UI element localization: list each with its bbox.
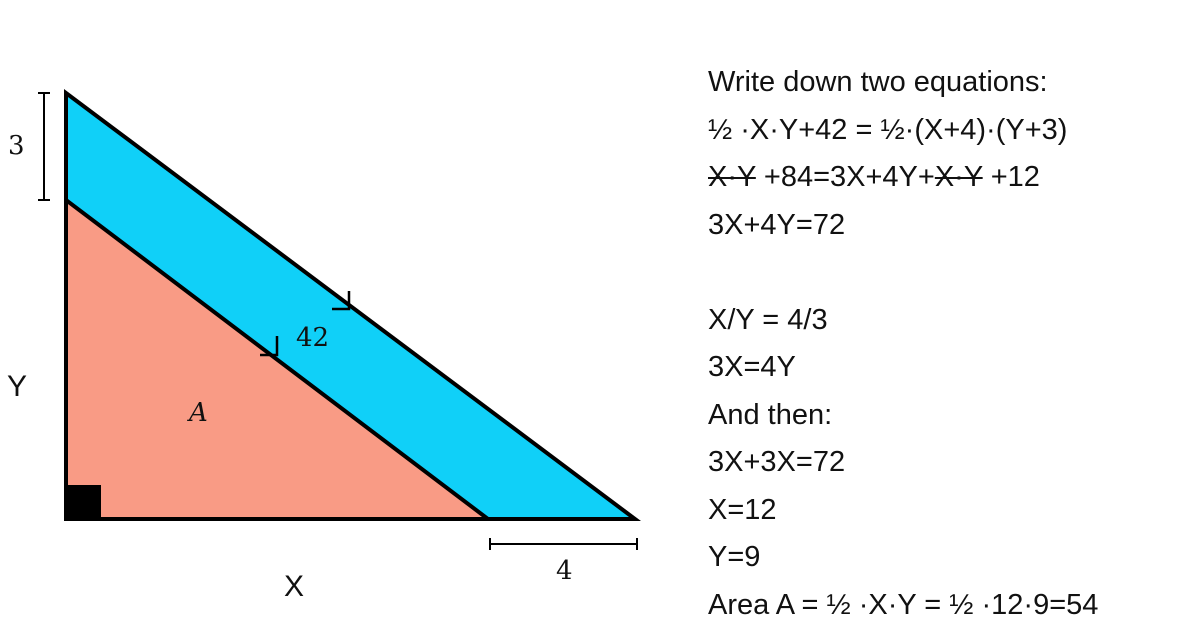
equation-6: 3X+3X=72 [708, 446, 846, 478]
spacer [708, 254, 1188, 302]
equation-5: 3X=4Y [708, 351, 796, 383]
top-segment-label: 3 [8, 131, 25, 161]
equation-2-end: +12 [982, 161, 1040, 193]
equation-1: ½ ·X·Y+42 = ½·(X+4)·(Y+3) [708, 113, 1068, 146]
bottom-side-label: X [284, 570, 304, 603]
struck-term-left: X·Y [708, 161, 756, 193]
equation-4: X/Y = 4/3 [708, 303, 828, 336]
band-area-label: 42 [296, 323, 329, 353]
struck-term-right: X·Y [934, 161, 983, 193]
and-then-text: And then: [708, 398, 833, 431]
bottom-extension-label: 4 [556, 556, 573, 586]
inner-area-label: A [187, 398, 208, 428]
right-angle-marker [66, 485, 101, 519]
equation-3: 3X+4Y=72 [708, 208, 846, 241]
bottom-extension-dimension [489, 538, 638, 550]
equation-7: X=12 [708, 493, 777, 526]
solution-steps: Write down two equations: ½ ·X·Y+42 = ½·… [708, 64, 1188, 634]
equation-2-middle: +84=3X+4Y+ [755, 161, 935, 193]
area-result: Area A = ½ ·X·Y = ½ ·12·9=54 [708, 588, 1099, 621]
triangle-diagram: 3 Y 42 A X 4 [7, 89, 642, 603]
equation-8: Y=9 [708, 541, 761, 573]
equation-2: X·Y +84=3X+4Y+X·Y +12 [708, 159, 1188, 195]
inner-triangle-a [64, 195, 494, 521]
top-segment-dimension [38, 92, 50, 201]
band-width-ticks [260, 291, 351, 357]
solution-heading: Write down two equations: [708, 66, 1048, 98]
left-side-label: Y [7, 370, 27, 403]
